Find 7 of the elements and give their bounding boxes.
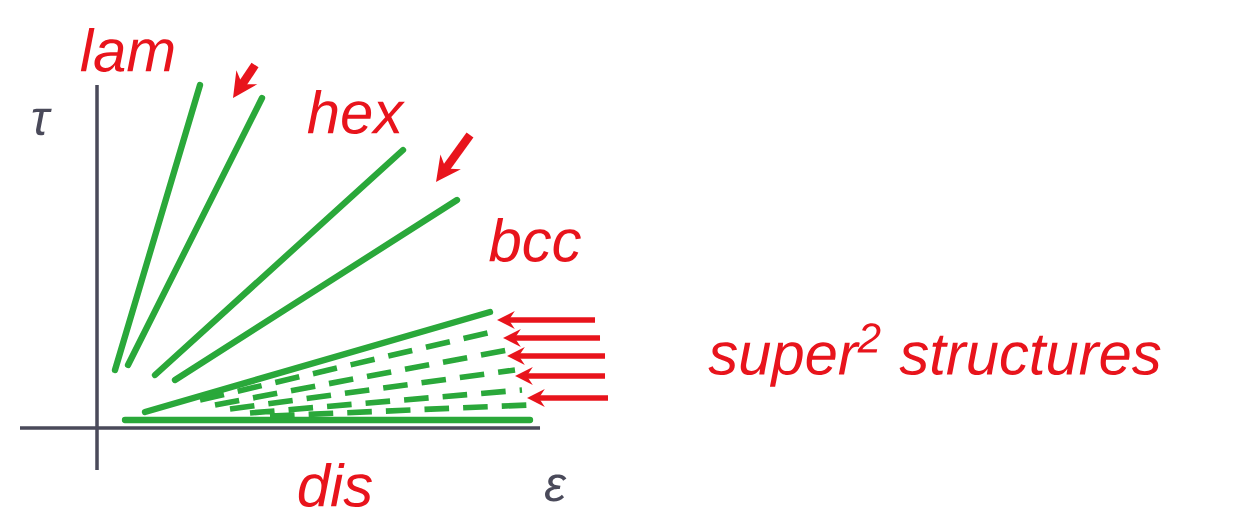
phase-label: bcc bbox=[489, 218, 581, 262]
axis-label: τ bbox=[32, 108, 52, 136]
phase-label: lam bbox=[80, 28, 174, 72]
phase-label: dis bbox=[298, 463, 372, 507]
axis-label: ε bbox=[545, 474, 567, 502]
phase-label: super$^{2}$ structures bbox=[708, 323, 1161, 387]
phase-label: hex bbox=[307, 90, 405, 134]
